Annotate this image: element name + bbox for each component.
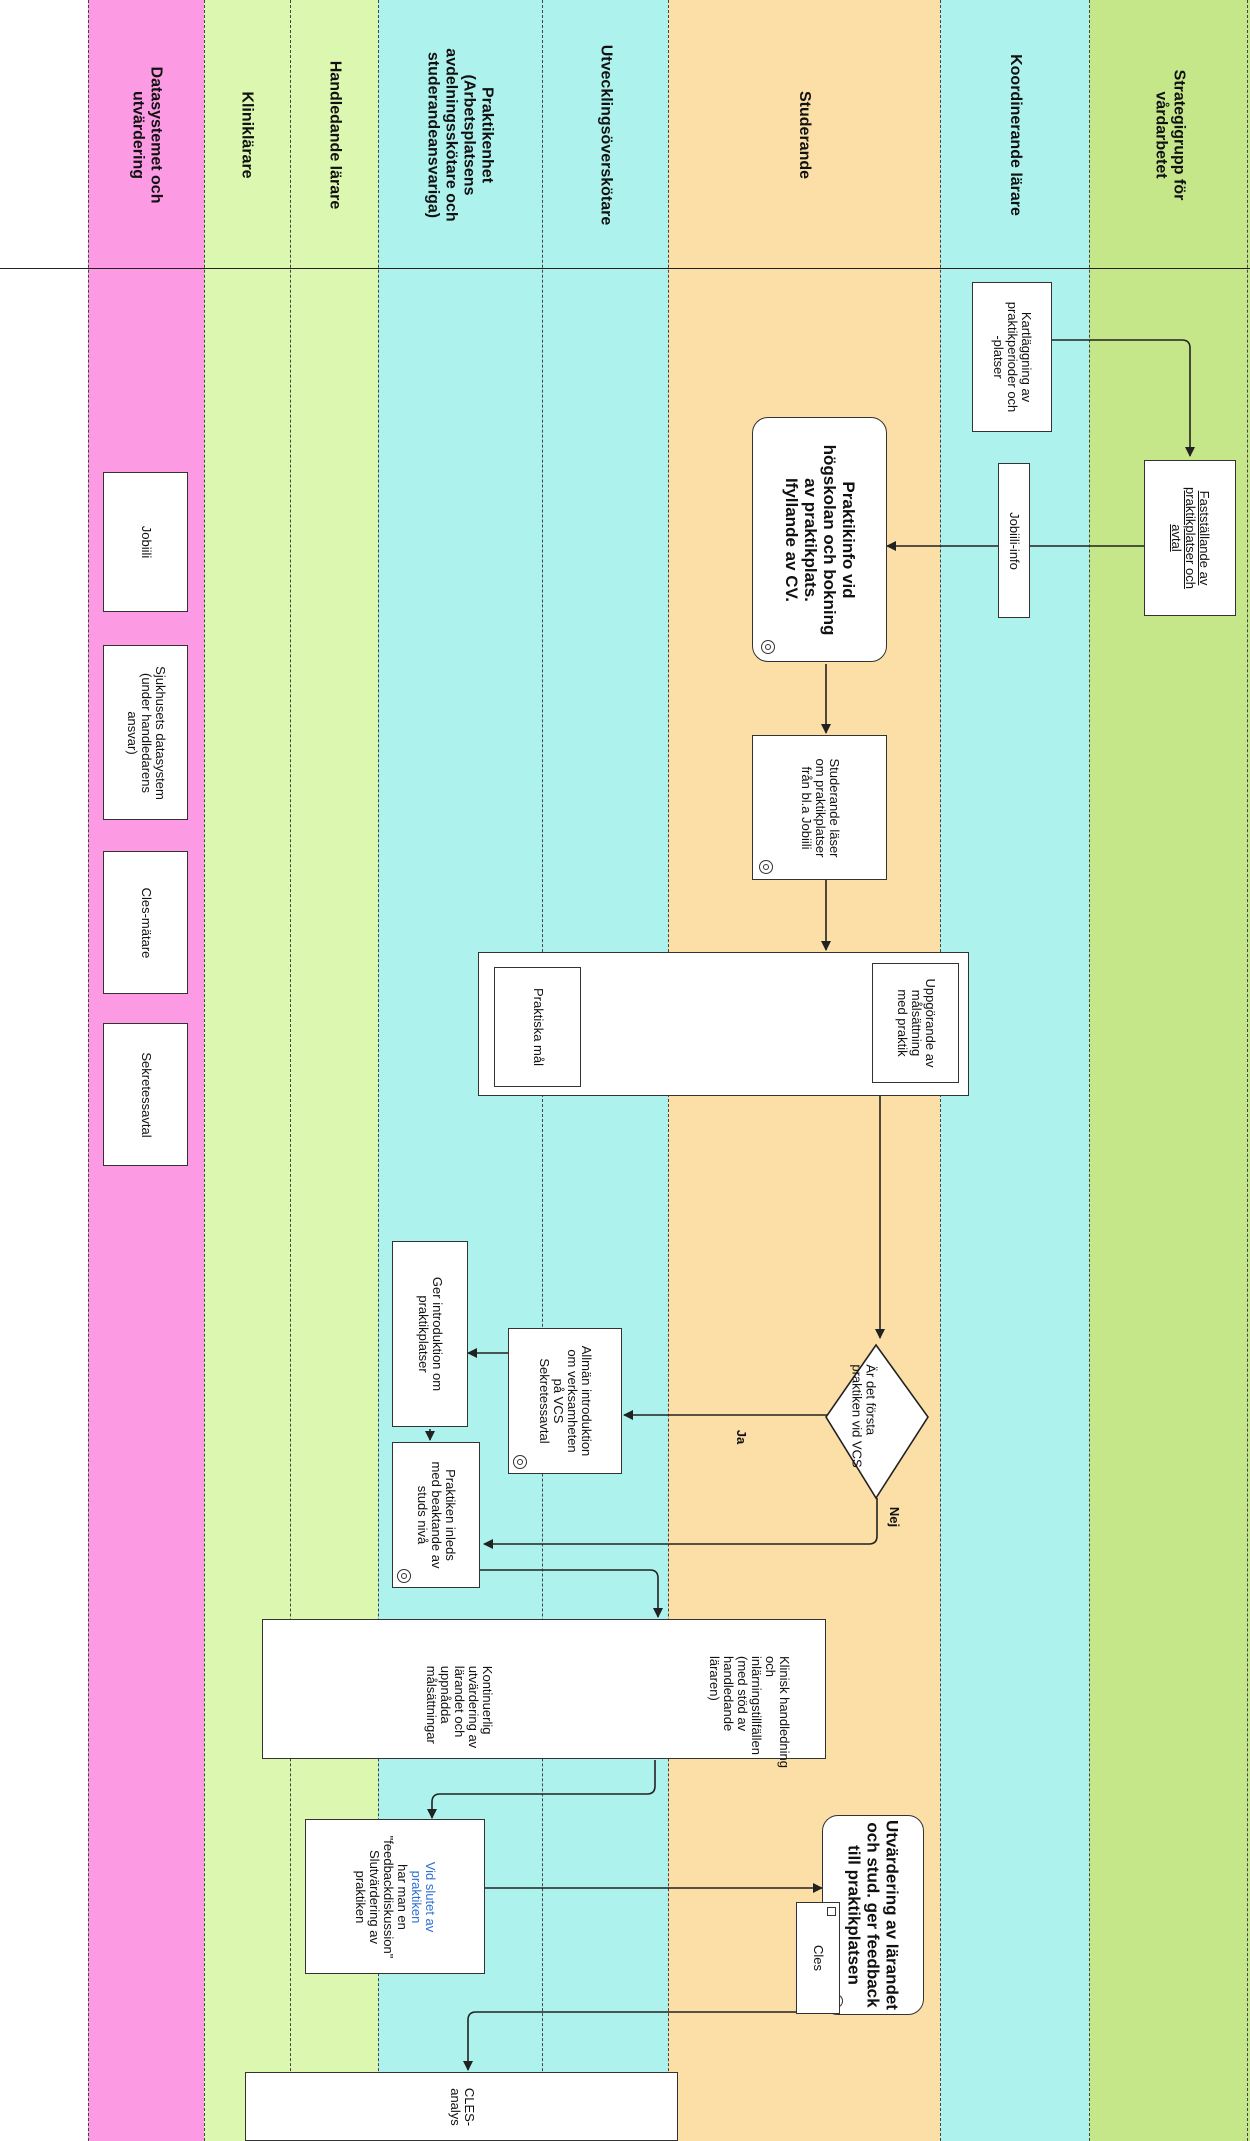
- node-uppgorande-container: Uppgörande av målsättning med praktik Pr…: [478, 952, 969, 1096]
- subprocess-icon: [397, 1569, 411, 1583]
- header-divider-line: [0, 268, 1250, 269]
- node-kontinuerlig-utvardering: Kontinuerlig utvärdering av lärandet och…: [424, 1665, 496, 1749]
- lane-kliniklarare: Kliniklärare: [204, 0, 290, 2141]
- lane-strategigrupp: Strategigrupp för vårdarbetet: [1089, 0, 1250, 2141]
- node-uppgorande: Uppgörande av målsättning med praktik: [872, 963, 959, 1083]
- node-allman-introduktion: Allmän introduktion om verksamheten på V…: [508, 1328, 622, 1474]
- lane-divider: [1089, 0, 1090, 2141]
- node-klinisk-handledning: Klinisk handledning och inlärningstillfä…: [707, 1655, 793, 1769]
- edge-decision-nej: [483, 1498, 878, 1549]
- node-praktiken-inleds: Praktiken inleds med beaktande av studs …: [392, 1442, 480, 1588]
- node-jobiili: Jobiili: [103, 472, 188, 612]
- node-ger-introduktion: Ger introduktion om praktikplatser: [392, 1241, 468, 1427]
- edge-inleds-klinisk: [480, 1569, 663, 1618]
- lane-divider: [378, 0, 379, 2141]
- vid-slutet-text: har man en "feedbackdiskussion" Slutvärd…: [353, 1835, 410, 1958]
- subprocess-icon: [513, 1455, 527, 1469]
- node-jobiili-info: Jobiili-info: [998, 463, 1030, 618]
- decision-diamond: [825, 1343, 929, 1500]
- node-praktikinfo: Praktikinfo vid högskolan och bokning av…: [752, 417, 887, 662]
- lane-divider: [290, 0, 291, 2141]
- node-sekretessavtal: Sekretessavtal: [103, 1023, 188, 1166]
- subprocess-icon: [759, 860, 773, 874]
- lane-divider: [88, 0, 89, 2141]
- lane-divider: [204, 0, 205, 2141]
- lane-divider: [1247, 0, 1248, 2141]
- node-klinisk-container: Klinisk handledning och inlärningstillfä…: [262, 1619, 826, 1768]
- vid-slutet-highlight: Vid slutet av praktiken: [409, 1861, 438, 1932]
- edge-kartlaggning-faststallande: [1052, 339, 1195, 457]
- edge-label-nej: Nej: [887, 1506, 903, 1528]
- edge-utvardering-clesanalys: [463, 2011, 822, 2071]
- node-faststallande: Fastställande av praktikplatser och avta…: [1144, 460, 1236, 616]
- decision-label: Är det första praktiken vid VCS: [849, 1364, 879, 1468]
- document-icon: [827, 1907, 836, 1916]
- node-praktiska-mal: Praktiska mål: [494, 967, 581, 1087]
- node-cles-analys: CLES- analys: [245, 2072, 678, 2141]
- node-sjukhusets-datasystem: Sjukhusets datasystem (under handledaren…: [103, 645, 188, 820]
- node-cles: Cles: [796, 1902, 840, 2014]
- subprocess-icon: [761, 640, 775, 654]
- node-cles-matare: Cles-mätare: [103, 851, 188, 994]
- lane-handledande-larare: Handledande lärare: [290, 0, 378, 2141]
- edge-label-ja: Ja: [734, 1429, 750, 1445]
- node-studerande-laser: Studerande läser om praktikplatser från …: [752, 735, 887, 880]
- edge-klinisk-vidslutet: [427, 1760, 656, 1819]
- node-kartlaggning: Kartläggning av praktikperioder och -pla…: [972, 282, 1052, 432]
